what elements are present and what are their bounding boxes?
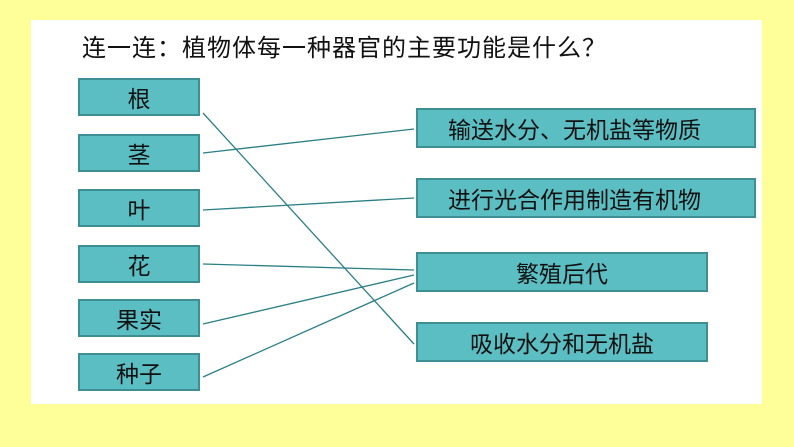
function-absorption[interactable]: 吸收水分和无机盐 [416,322,708,362]
function-photosynthesis[interactable]: 进行光合作用制造有机物 [416,178,756,218]
organ-fruit[interactable]: 果实 [78,299,200,337]
organ-root[interactable]: 根 [78,78,200,116]
organ-flower[interactable]: 花 [78,245,200,283]
organ-seed[interactable]: 种子 [78,353,200,391]
question-title: 连一连：植物体每一种器官的主要功能是什么？ [82,34,607,62]
organ-leaf[interactable]: 叶 [78,189,200,227]
organ-stem[interactable]: 茎 [78,134,200,172]
function-reproduction[interactable]: 繁殖后代 [416,252,708,292]
function-transport[interactable]: 输送水分、无机盐等物质 [416,108,756,148]
